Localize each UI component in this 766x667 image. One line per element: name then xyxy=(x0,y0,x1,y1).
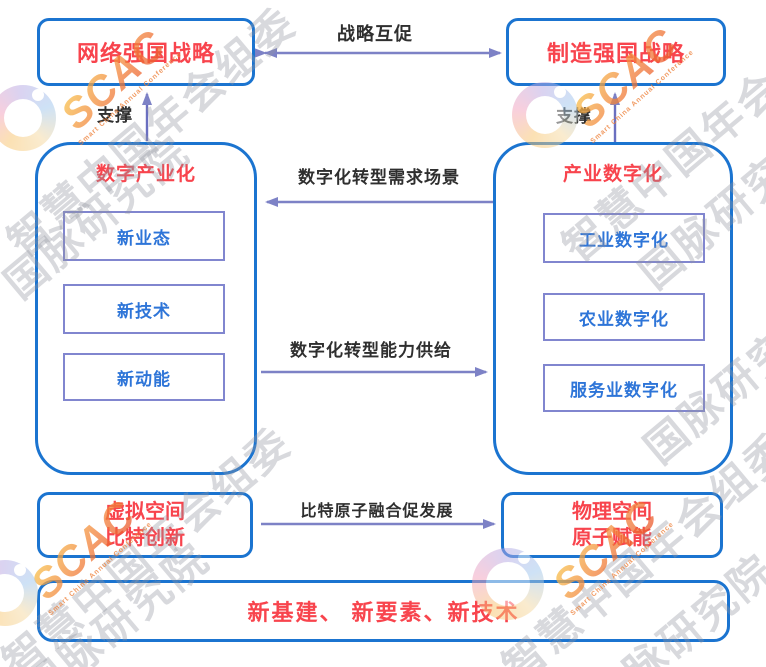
virtual-space-line2: 比特创新 xyxy=(105,527,185,549)
manufacturing-power-strategy-box: 制造强国战略 xyxy=(506,18,726,86)
item-agricultural-digitalization: 农业数字化 xyxy=(543,293,705,341)
item-label: 新业态 xyxy=(117,228,171,248)
foundation-bar-label: 新基建、 新要素、新技术 xyxy=(247,600,520,625)
physical-space-box: 物理空间 原子赋能 xyxy=(501,492,723,558)
virtual-space-box: 虚拟空间 比特创新 xyxy=(37,492,253,558)
supply-arrow-label: 数字化转型能力供给 xyxy=(290,341,452,360)
item-new-momentum: 新动能 xyxy=(63,353,225,401)
manufacturing-power-strategy-label: 制造强国战略 xyxy=(546,41,685,66)
industry-digitalization-title: 产业数字化 xyxy=(562,164,663,185)
item-label: 新技术 xyxy=(117,301,171,321)
mutual-promotion-label: 战略互促 xyxy=(337,24,413,44)
item-label: 服务业数字化 xyxy=(570,380,678,400)
item-industrial-digitalization: 工业数字化 xyxy=(543,213,705,263)
item-label: 工业数字化 xyxy=(579,230,669,250)
bit-atom-arrow-label: 比特原子融合促发展 xyxy=(300,503,454,520)
digital-industrialization-container: 数字产业化 新业态 新技术 新动能 xyxy=(35,142,257,475)
virtual-space-line1: 虚拟空间 xyxy=(105,501,185,523)
support-right-label: 支撑 xyxy=(556,107,592,126)
item-new-technology: 新技术 xyxy=(63,284,225,334)
item-new-business-forms: 新业态 xyxy=(63,211,225,261)
support-left-label: 支撑 xyxy=(97,106,133,125)
item-label: 新动能 xyxy=(117,369,171,389)
digital-industrialization-title: 数字产业化 xyxy=(95,164,196,185)
network-power-strategy-box: 网络强国战略 xyxy=(37,18,255,86)
item-service-digitalization: 服务业数字化 xyxy=(543,364,705,412)
network-power-strategy-label: 网络强国战略 xyxy=(76,41,215,66)
physical-space-line1: 物理空间 xyxy=(572,501,652,523)
item-label: 农业数字化 xyxy=(579,309,669,329)
industry-digitalization-container: 产业数字化 工业数字化 农业数字化 服务业数字化 xyxy=(493,142,733,475)
demand-arrow-label: 数字化转型需求场景 xyxy=(298,168,460,187)
foundation-bar: 新基建、 新要素、新技术 xyxy=(37,580,730,642)
physical-space-line2: 原子赋能 xyxy=(572,527,652,549)
